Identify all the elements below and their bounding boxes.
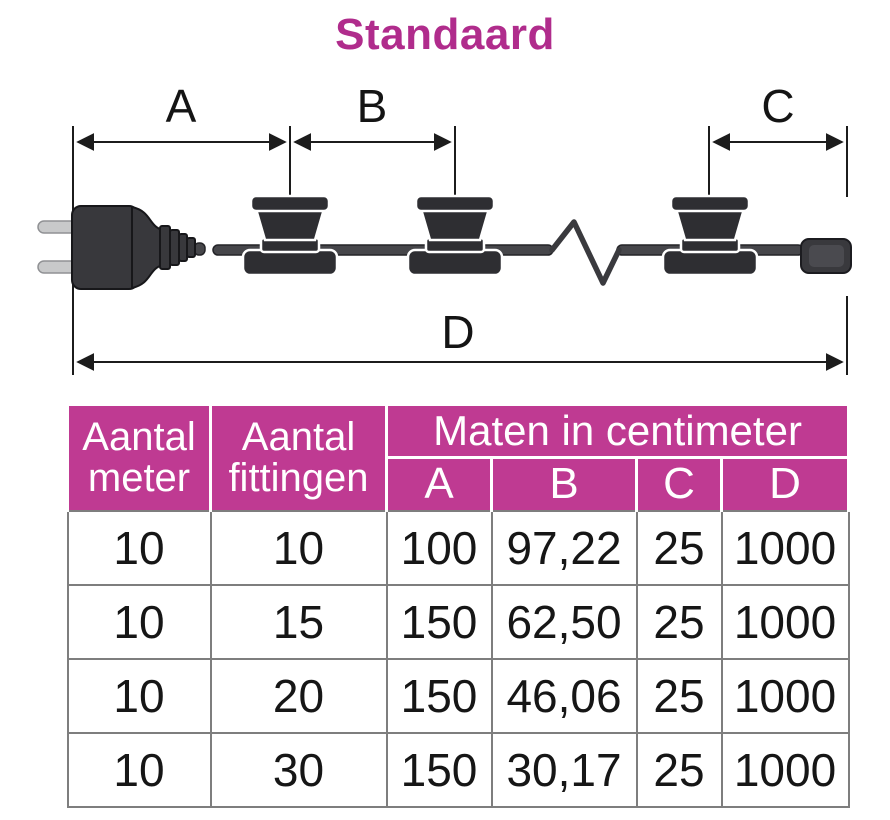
extension-lines bbox=[72, 126, 848, 375]
cell-meter: 10 bbox=[66, 731, 212, 808]
cell-b: 30,17 bbox=[490, 731, 638, 808]
lamp-socket bbox=[406, 194, 504, 277]
cell-fittingen: 30 bbox=[209, 731, 388, 808]
table-row: 10 30 150 30,17 25 1000 bbox=[66, 731, 850, 808]
header-aantal-meter: Aantal meter bbox=[66, 403, 212, 512]
cell-meter: 10 bbox=[66, 583, 212, 660]
page-title: Standaard bbox=[335, 10, 555, 59]
dimension-d: D bbox=[76, 306, 844, 371]
cell-d: 1000 bbox=[720, 583, 850, 660]
plug-rib bbox=[178, 233, 188, 262]
header-maten-in-centimeter: Maten in centimeter bbox=[384, 403, 851, 459]
cell-c: 25 bbox=[635, 509, 723, 586]
cell-a: 100 bbox=[385, 509, 493, 586]
size-table: Aantal meter Aantal fittingen Maten in c… bbox=[66, 403, 851, 808]
cell-b: 62,50 bbox=[490, 583, 638, 660]
cell-meter: 10 bbox=[66, 657, 212, 734]
dimension-c-label: C bbox=[761, 80, 794, 132]
dimension-d-label: D bbox=[441, 306, 474, 358]
cell-fittingen: 20 bbox=[209, 657, 388, 734]
end-cap bbox=[800, 238, 852, 274]
plug-body bbox=[71, 205, 139, 290]
lamp-socket bbox=[241, 194, 339, 277]
table-row: 10 20 150 46,06 25 1000 bbox=[66, 657, 850, 734]
table-row: 10 10 100 97,22 25 1000 bbox=[66, 509, 850, 586]
cell-c: 25 bbox=[635, 657, 723, 734]
table-row: 10 15 150 62,50 25 1000 bbox=[66, 583, 850, 660]
header-dim-a: A bbox=[385, 456, 493, 512]
lamp-socket bbox=[661, 194, 759, 277]
string-light-diagram: A B C D bbox=[37, 80, 852, 375]
cell-d: 1000 bbox=[720, 731, 850, 808]
cell-fittingen: 15 bbox=[209, 583, 388, 660]
plug bbox=[37, 205, 196, 290]
cable-break-icon bbox=[549, 219, 622, 286]
dimension-b: B bbox=[293, 80, 452, 151]
plug-rib bbox=[186, 237, 196, 258]
dimension-c: C bbox=[712, 80, 844, 151]
cell-fittingen: 10 bbox=[209, 509, 388, 586]
dimension-a-label: A bbox=[166, 80, 197, 132]
cell-a: 150 bbox=[385, 731, 493, 808]
dimension-b-label: B bbox=[357, 80, 388, 132]
plug-rib bbox=[169, 229, 180, 266]
cell-a: 150 bbox=[385, 583, 493, 660]
cell-d: 1000 bbox=[720, 657, 850, 734]
header-dim-d: D bbox=[719, 456, 851, 512]
dimension-a: A bbox=[76, 80, 287, 151]
cell-a: 150 bbox=[385, 657, 493, 734]
cell-c: 25 bbox=[635, 731, 723, 808]
cell-c: 25 bbox=[635, 583, 723, 660]
cell-b: 97,22 bbox=[490, 509, 638, 586]
cell-d: 1000 bbox=[720, 509, 850, 586]
header-aantal-fittingen: Aantal fittingen bbox=[209, 403, 388, 512]
cell-meter: 10 bbox=[66, 509, 212, 586]
header-dim-b: B bbox=[490, 456, 638, 512]
cell-b: 46,06 bbox=[490, 657, 638, 734]
plug-rib bbox=[159, 225, 171, 270]
header-dim-c: C bbox=[635, 456, 723, 512]
